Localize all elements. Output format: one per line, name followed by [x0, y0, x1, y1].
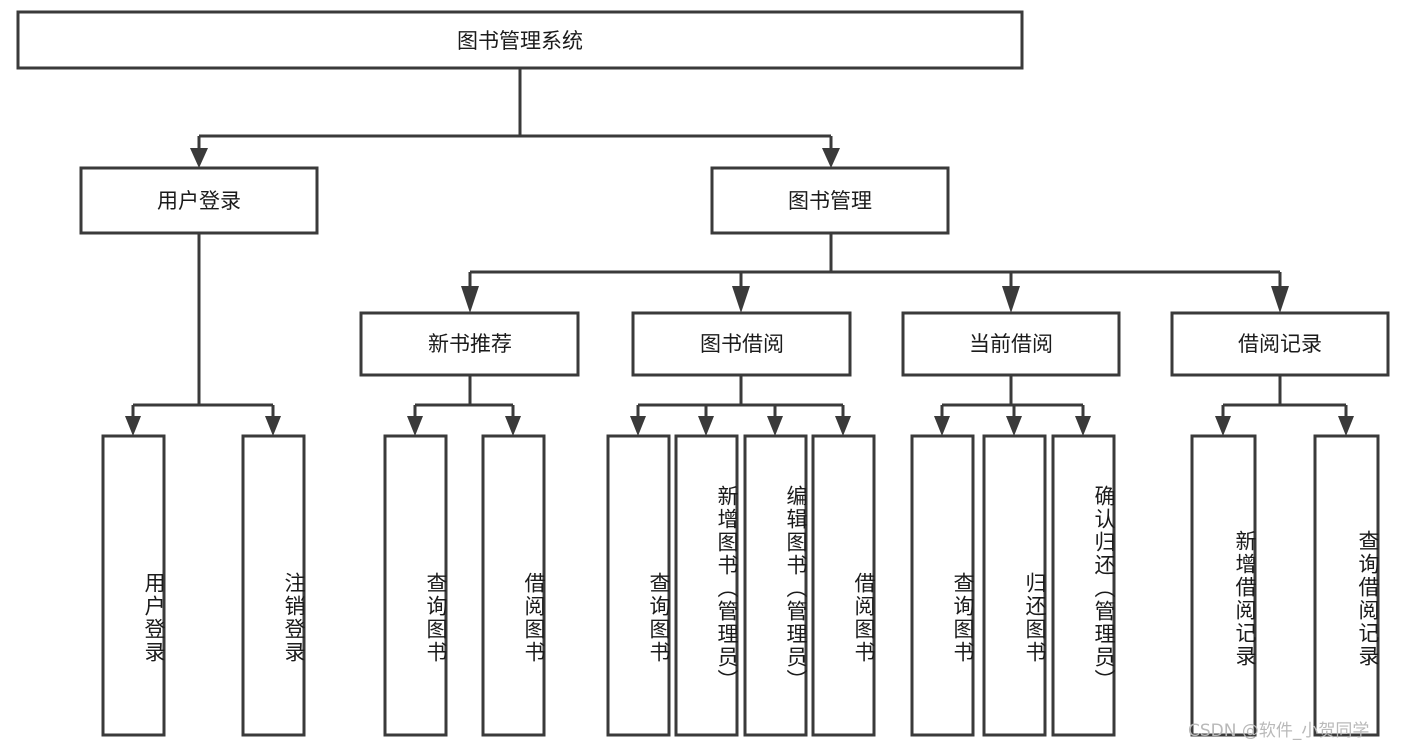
leaf-box-logout-login[interactable]	[241, 434, 306, 737]
leaf-box-br-query-record[interactable]	[1313, 434, 1380, 737]
leaf-box-user-login[interactable]	[101, 434, 166, 737]
leaf-box-bb-query-book[interactable]	[606, 434, 671, 737]
arrowhead-bb-add-book	[698, 416, 714, 436]
arrowhead-br-add-record	[1215, 416, 1231, 436]
node-user-login-label: 用户登录	[157, 189, 241, 213]
node-book-borrow[interactable]: 图书借阅	[631, 311, 852, 377]
arrowhead-cb-query-book	[934, 416, 950, 436]
node-borrow-record-label: 借阅记录	[1238, 332, 1322, 356]
leaf-box-nbr-query-book[interactable]	[383, 434, 448, 737]
node-book-borrow-label: 图书借阅	[700, 332, 784, 356]
node-book-management-label: 图书管理	[788, 189, 872, 213]
node-borrow-record[interactable]: 借阅记录	[1170, 311, 1390, 377]
node-new-book-recommend-box[interactable]	[359, 311, 580, 377]
leaf-box-bb-edit-book[interactable]	[743, 434, 808, 737]
node-book-management-box[interactable]	[710, 166, 950, 235]
arrowhead-leaf-user-login	[125, 416, 141, 436]
leaf-box-nbr-borrow-book[interactable]	[481, 434, 546, 737]
arrowhead-bb-query-book	[630, 416, 646, 436]
leaf-box-bb-add-book[interactable]	[674, 434, 739, 737]
arrowhead-borrow-record	[1271, 286, 1289, 313]
leaf-box-cb-confirm-return[interactable]	[1051, 434, 1116, 737]
leaf-box-cb-return-book[interactable]	[982, 434, 1047, 737]
arrowhead-leaf-logout	[265, 416, 281, 436]
node-borrow-record-box[interactable]	[1170, 311, 1390, 377]
leaf-box-cb-query-book[interactable]	[910, 434, 975, 737]
node-book-borrow-box[interactable]	[631, 311, 852, 377]
node-root[interactable]: 图书管理系统	[16, 10, 1024, 70]
node-new-book-recommend-label: 新书推荐	[428, 332, 512, 356]
node-user-login[interactable]: 用户登录	[79, 166, 319, 235]
arrowhead-br-query-record	[1338, 416, 1354, 436]
arrowhead-cb-return-book	[1006, 416, 1022, 436]
arrowhead-new-book-rec	[461, 286, 479, 313]
connector-layer	[125, 68, 1354, 436]
node-current-borrow-box[interactable]	[901, 311, 1121, 377]
node-user-login-box[interactable]	[79, 166, 319, 235]
leaf-box-layer	[101, 434, 1380, 737]
arrowhead-book-mgmt	[822, 148, 840, 168]
arrowhead-bb-borrow-book	[835, 416, 851, 436]
node-new-book-recommend[interactable]: 新书推荐	[359, 311, 580, 377]
arrowhead-cb-confirm-return	[1075, 416, 1091, 436]
node-current-borrow[interactable]: 当前借阅	[901, 311, 1121, 377]
leaf-box-br-add-record[interactable]	[1190, 434, 1257, 737]
arrowhead-book-borrow	[732, 286, 750, 313]
node-root-label: 图书管理系统	[457, 29, 583, 53]
node-book-management[interactable]: 图书管理	[710, 166, 950, 235]
node-root-box[interactable]	[16, 10, 1024, 70]
leaf-box-bb-borrow-book[interactable]	[811, 434, 876, 737]
arrowhead-nbr-query-book	[407, 416, 423, 436]
csdn-watermark: CSDN @软件_小贺同学	[1188, 721, 1370, 741]
arrowhead-bb-edit-book	[767, 416, 783, 436]
arrowhead-nbr-borrow-book	[505, 416, 521, 436]
node-current-borrow-label: 当前借阅	[969, 332, 1053, 356]
arrowhead-user-login	[190, 148, 208, 168]
arrowhead-current-borrow	[1002, 286, 1020, 313]
